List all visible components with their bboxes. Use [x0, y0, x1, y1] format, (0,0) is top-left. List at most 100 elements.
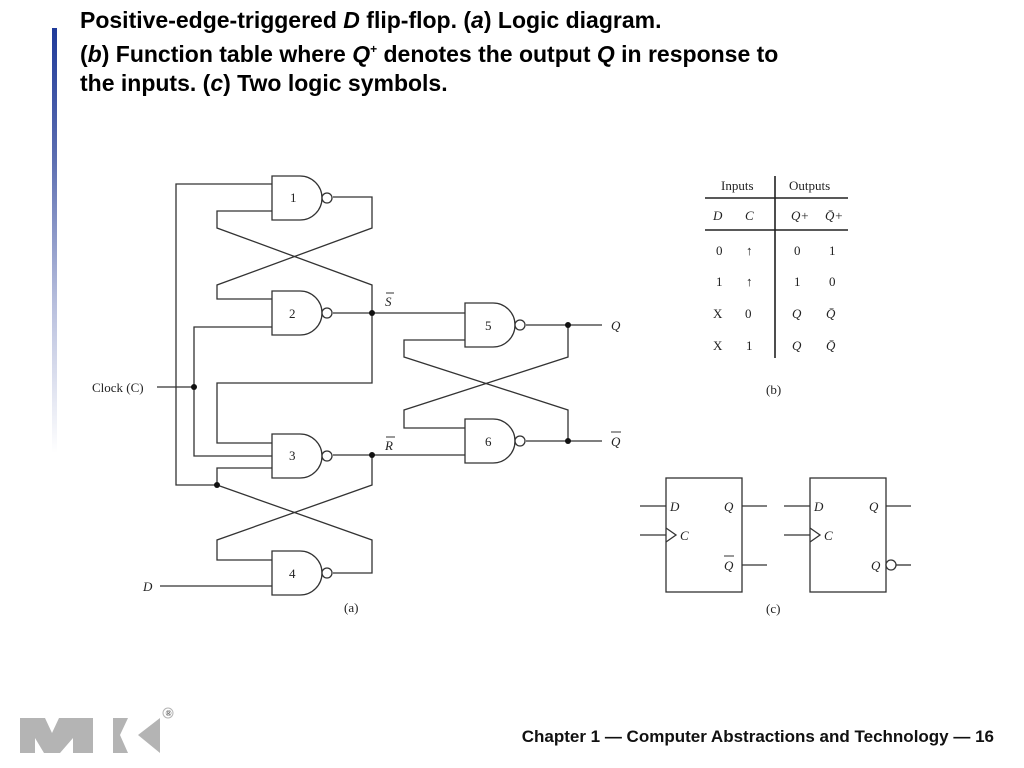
symbol-qbar-label: Q	[871, 558, 881, 573]
title-text: D	[343, 7, 360, 33]
junction-dot	[565, 438, 571, 444]
inversion-bubble-icon	[885, 559, 897, 571]
table-cell: 0	[829, 274, 836, 289]
nand-gate-6: 6	[464, 418, 526, 464]
wire	[193, 326, 272, 457]
title-text: b	[87, 41, 102, 67]
symbol-q-label: Q	[869, 499, 879, 514]
junction-dot	[369, 310, 375, 316]
table-column-header: Q̄+	[825, 208, 843, 223]
table-cell: 1	[829, 243, 836, 258]
wire	[216, 313, 373, 444]
junction-dots	[191, 310, 571, 488]
q-output-label: Q	[611, 318, 621, 333]
table-cell: 0	[745, 306, 752, 321]
gate-label: 5	[485, 318, 492, 333]
d-input-label: D	[142, 579, 153, 594]
junction-dot	[214, 482, 220, 488]
nand-gate-1: 1	[271, 175, 333, 221]
wire	[216, 467, 272, 485]
slide-title: Positive-edge-triggered D flip-flop. (a)…	[80, 6, 1000, 98]
title-text: ) Logic diagram.	[483, 7, 662, 33]
symbol-c-label: C	[824, 528, 833, 543]
slide-footer: Chapter 1 — Computer Abstractions and Te…	[521, 727, 994, 746]
table-column-header: Q+	[791, 208, 809, 223]
flip-flop-symbol-2	[784, 477, 911, 593]
table-cell: Q̄	[826, 338, 836, 353]
symbol-q-label: Q	[724, 499, 734, 514]
table-cell: 1	[716, 274, 723, 289]
title-text: in response to	[614, 41, 779, 67]
nand-gate-5: 5	[464, 302, 526, 348]
wire	[175, 183, 272, 486]
gate-label: 3	[289, 448, 296, 463]
q-bar-text: Q	[611, 434, 621, 449]
title-text: the inputs. (	[80, 70, 211, 96]
symbol-box	[665, 477, 743, 593]
gate-label: 6	[485, 434, 492, 449]
clock-triangle-icon	[665, 527, 678, 543]
title-text: denotes the output	[377, 41, 597, 67]
caption-a: (a)	[344, 600, 358, 615]
table-group-header: Outputs	[789, 178, 830, 193]
q-bar-output-label: Q	[611, 431, 621, 449]
wire	[216, 210, 373, 313]
table-cell: 0	[716, 243, 723, 258]
table-cell: ↑	[746, 274, 753, 289]
registered-mark: ®	[166, 709, 172, 718]
table-column-header: C	[745, 208, 754, 223]
accent-bar	[52, 28, 57, 453]
symbol-c-label: C	[680, 528, 689, 543]
title-text: flip-flop. (	[359, 7, 472, 33]
gate-label: 2	[289, 306, 296, 321]
title-line-3: the inputs. (c) Two logic symbols.	[80, 69, 1000, 98]
table-row: X 1 Q Q̄	[713, 338, 836, 353]
table-group-header: Inputs	[721, 178, 754, 193]
caption-b: (b)	[766, 382, 781, 397]
title-text: Q	[596, 41, 615, 67]
table-cell: X	[713, 338, 723, 353]
title-text: Q	[352, 41, 371, 67]
table-cell: ↑	[746, 243, 753, 258]
table-cell: Q	[792, 338, 802, 353]
title-text: (	[80, 41, 88, 67]
symbol-d-label: D	[669, 499, 680, 514]
table-cell: Q	[792, 306, 802, 321]
logic-diagram	[157, 183, 602, 587]
clock-triangle-icon	[809, 527, 822, 543]
table-cell: 1	[794, 274, 801, 289]
table-cell: 0	[794, 243, 801, 258]
title-text: a	[471, 7, 484, 33]
title-line-2: (b) Function table where Q+ denotes the …	[80, 35, 1000, 69]
s-bar-label: S	[385, 292, 394, 309]
nand-gate-3: 3	[271, 433, 333, 479]
gate-label: 1	[290, 190, 297, 205]
flip-flop-symbol-1	[640, 477, 767, 593]
clock-label: Clock (C)	[92, 380, 144, 395]
r-bar-label: R	[384, 436, 395, 453]
nand-gate-2: 2	[271, 290, 333, 336]
wire	[216, 196, 373, 300]
wire	[403, 325, 569, 429]
symbol-qbar-label: Q	[724, 558, 734, 573]
mk-logo-icon: MK ®	[20, 707, 174, 753]
table-row: 0 ↑ 0 1	[716, 243, 836, 258]
title-line-1: Positive-edge-triggered D flip-flop. (a)…	[80, 6, 1000, 35]
r-bar-text: R	[384, 438, 393, 453]
s-bar-text: S	[385, 294, 392, 309]
wire	[403, 339, 569, 441]
nand-gate-4: 4	[271, 550, 333, 596]
gate-label: 4	[289, 566, 296, 581]
junction-dot	[369, 452, 375, 458]
table-row: X 0 Q Q̄	[713, 306, 836, 321]
junction-dot	[191, 384, 197, 390]
table-cell: X	[713, 306, 723, 321]
title-text: Positive-edge-triggered	[80, 7, 344, 33]
mk-logo: MK ®	[20, 705, 180, 762]
table-column-header: D	[712, 208, 723, 223]
caption-c: (c)	[766, 601, 780, 616]
title-text: ) Function table where	[101, 41, 353, 67]
symbol-d-label: D	[813, 499, 824, 514]
function-table: Inputs Outputs D C Q+ Q̄+ 0 ↑ 0 1 1 ↑ 1 …	[705, 176, 848, 397]
